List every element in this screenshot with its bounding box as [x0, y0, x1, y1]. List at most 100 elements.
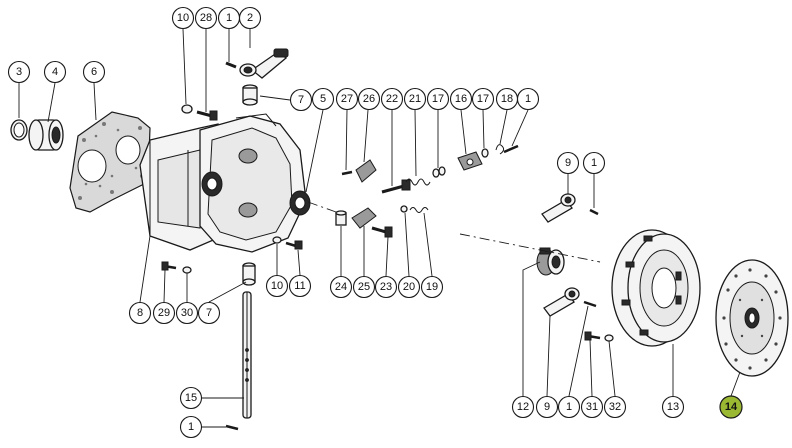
callout-16: 16 — [449, 87, 473, 111]
callout-12: 12 — [511, 395, 535, 419]
part-pin-27 — [341, 170, 353, 176]
part-cap-25 — [351, 207, 377, 229]
callout-label: 1 — [566, 401, 572, 413]
part-pin-1a — [503, 144, 519, 154]
part-bracket-26 — [355, 159, 377, 183]
callout-label: 5 — [320, 93, 326, 105]
callout-label: 9 — [565, 157, 571, 169]
callout-6: 6 — [82, 60, 106, 84]
callout-label: 1 — [591, 157, 597, 169]
callout-label: 12 — [517, 401, 529, 413]
callout-2: 2 — [238, 6, 262, 30]
callout-14-highlighted[interactable]: 14 — [719, 395, 743, 419]
callout-5: 5 — [311, 87, 335, 111]
part-bushing-top — [242, 84, 258, 106]
callout-1-row: 1 — [516, 87, 540, 111]
part-washer-10 — [272, 236, 282, 244]
callout-label: 26 — [363, 93, 375, 105]
callout-label: 24 — [335, 281, 347, 293]
callout-19: 19 — [420, 275, 444, 299]
callout-24: 24 — [329, 275, 353, 299]
callout-17b: 17 — [471, 87, 495, 111]
part-spring-pin-18 — [495, 144, 505, 155]
part-bolt-23 — [371, 226, 393, 238]
callout-label: 13 — [667, 401, 679, 413]
callout-label: 19 — [426, 281, 438, 293]
part-clutch-housing — [139, 113, 307, 253]
part-o-ring — [10, 119, 28, 141]
callout-11: 11 — [288, 274, 312, 298]
callout-label: 27 — [341, 93, 353, 105]
part-pin-bottom — [225, 424, 239, 431]
callout-label: 10 — [177, 12, 189, 24]
callout-25: 25 — [352, 275, 376, 299]
callout-label: 15 — [185, 392, 197, 404]
callout-label: 23 — [380, 281, 392, 293]
part-gasket — [69, 111, 151, 213]
callout-label: 6 — [91, 66, 97, 78]
part-block-16 — [457, 151, 483, 171]
callout-label: 3 — [16, 66, 22, 78]
callout-17a: 17 — [426, 87, 450, 111]
callout-label: 29 — [158, 307, 170, 319]
part-bolt-22 — [381, 179, 411, 194]
part-lever-top — [225, 48, 289, 79]
callout-1-top: 1 — [217, 6, 241, 30]
callout-layer: 3 4 6 10 28 1 2 7 5 27 26 22 21 17 16 17… — [7, 6, 743, 439]
callout-20: 20 — [397, 275, 421, 299]
callout-label: 1 — [188, 421, 194, 433]
callout-32: 32 — [603, 395, 627, 419]
leader-lines — [18, 28, 741, 428]
callout-9-upper: 9 — [556, 151, 580, 175]
part-fork-lower — [543, 287, 597, 317]
callout-label: 17 — [432, 93, 444, 105]
part-clip-17b — [481, 148, 489, 158]
callout-23: 23 — [374, 275, 398, 299]
part-bolt-31 — [584, 331, 601, 341]
callout-1-upper-right: 1 — [582, 151, 606, 175]
callout-7-top: 7 — [289, 88, 313, 112]
callout-9-lower: 9 — [535, 395, 559, 419]
callout-label: 28 — [200, 12, 212, 24]
callout-26: 26 — [357, 87, 381, 111]
part-bearing — [28, 119, 64, 151]
part-screw-29 — [161, 261, 177, 271]
part-pressure-plate — [611, 229, 701, 347]
callout-15: 15 — [179, 386, 203, 410]
part-washer-20 — [400, 205, 408, 213]
callout-22: 22 — [380, 87, 404, 111]
part-bushing-24 — [335, 210, 347, 226]
part-washer-32 — [604, 334, 614, 342]
callout-label: 18 — [501, 93, 513, 105]
part-seal — [289, 190, 311, 216]
part-screw-11 — [285, 240, 303, 250]
part-top-screw — [181, 104, 218, 121]
part-shaft — [242, 291, 252, 419]
callout-3: 3 — [7, 60, 31, 84]
callout-label: 10 — [271, 280, 283, 292]
part-washer-30 — [182, 266, 192, 274]
callout-label: 14 — [725, 401, 738, 413]
axis-line-right — [459, 233, 601, 263]
callout-label: 21 — [409, 93, 421, 105]
callout-label: 16 — [455, 93, 467, 105]
callout-label: 1 — [226, 12, 232, 24]
part-bushing-lower — [242, 262, 256, 286]
parts-layer — [10, 48, 789, 431]
part-spring-21 — [405, 178, 431, 186]
callout-label: 22 — [386, 93, 398, 105]
part-release-bearing — [536, 247, 565, 276]
part-clutch-disc — [715, 259, 789, 377]
callout-7-lower: 7 — [197, 301, 221, 325]
callout-21: 21 — [403, 87, 427, 111]
callout-30: 30 — [175, 301, 199, 325]
callout-label: 17 — [477, 93, 489, 105]
callout-4: 4 — [43, 60, 67, 84]
part-spring-19 — [409, 207, 429, 213]
callout-18: 18 — [495, 87, 519, 111]
callout-8: 8 — [128, 301, 152, 325]
callout-label: 8 — [137, 307, 143, 319]
callout-29: 29 — [152, 301, 176, 325]
callout-label: 2 — [247, 12, 253, 24]
